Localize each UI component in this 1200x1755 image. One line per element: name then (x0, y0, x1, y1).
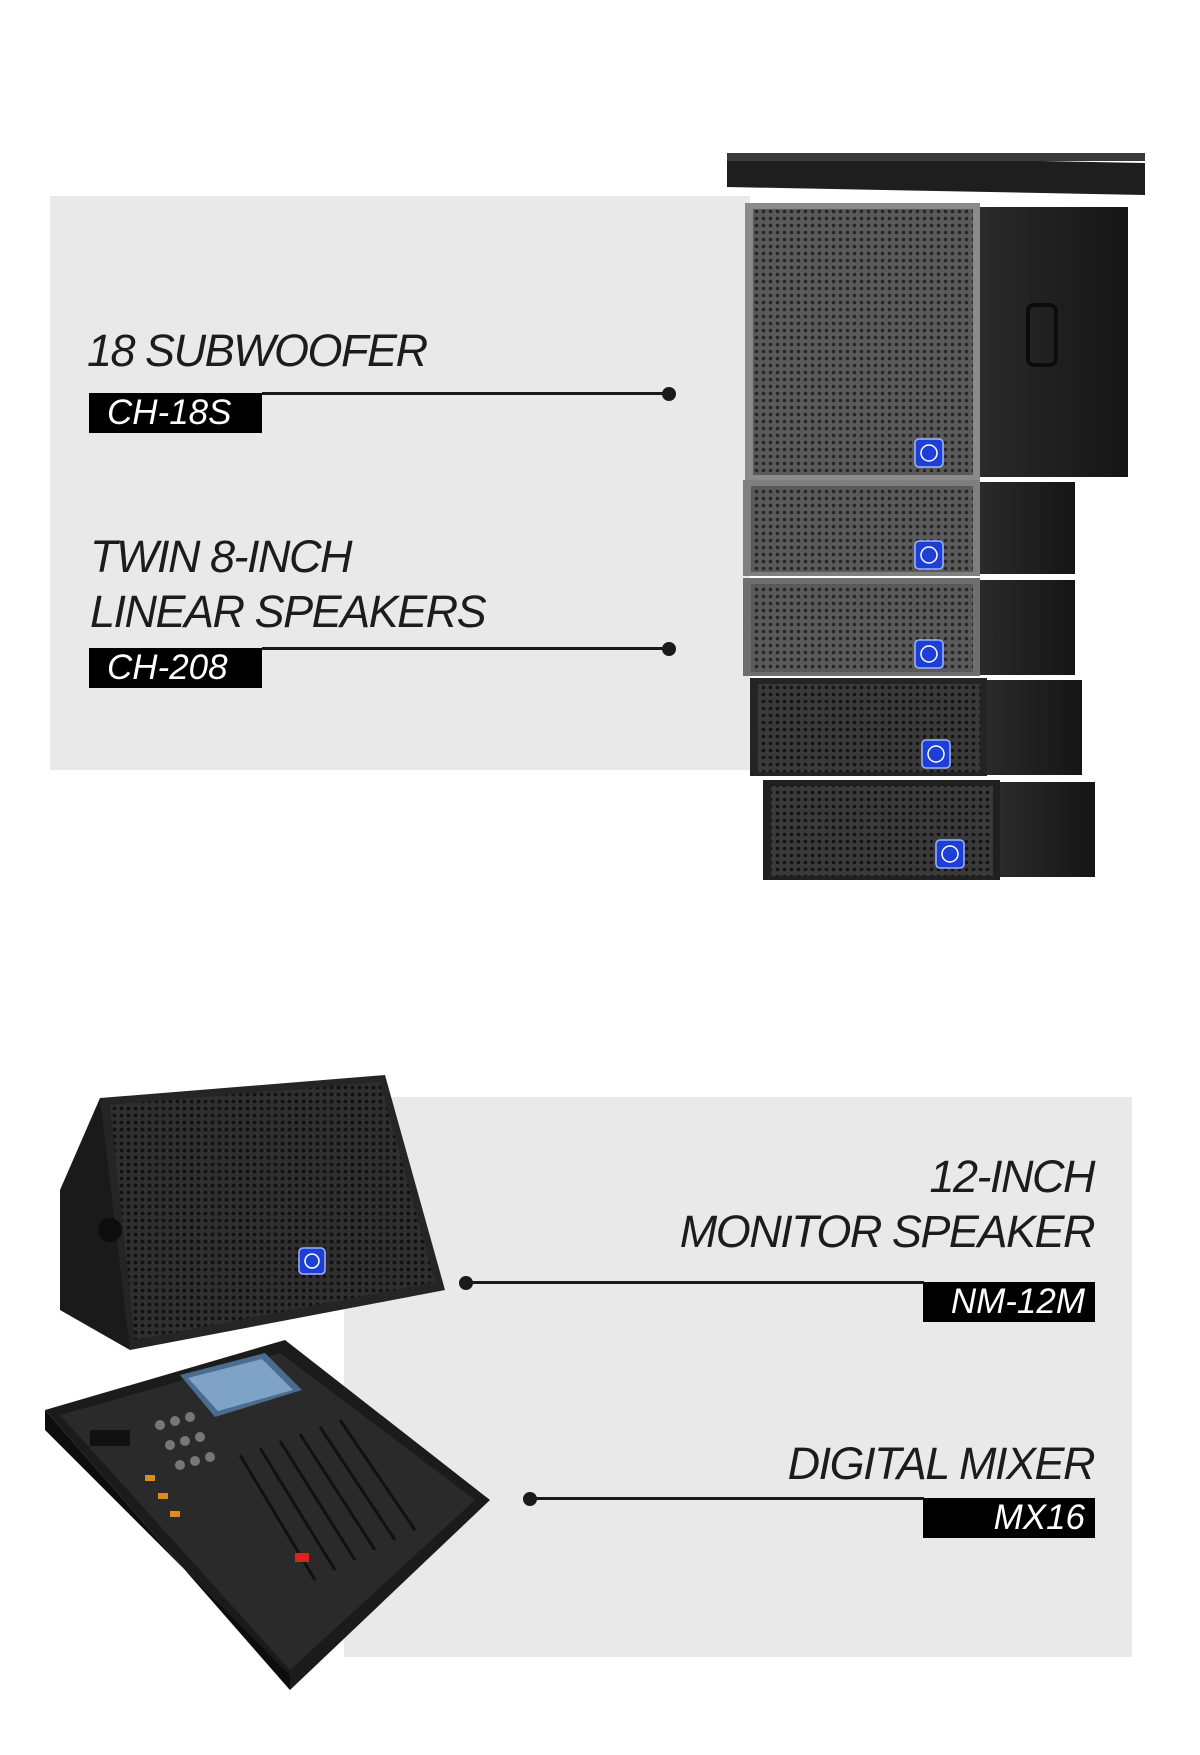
brand-logo-icon (298, 1247, 326, 1275)
model-badge-nm-12m: NM-12M (923, 1282, 1095, 1322)
title-line: TWIN 8-INCH (90, 531, 352, 582)
leader-line (466, 1281, 924, 1284)
title-line: 18 SUBWOOFER (87, 325, 428, 376)
title-line: LINEAR SPEAKERS (90, 586, 487, 637)
monitor-speaker-image (60, 1075, 445, 1350)
title-line: MONITOR SPEAKER (679, 1206, 1096, 1257)
brand-logo-icon (914, 540, 944, 570)
leader-line (262, 392, 668, 395)
brand-logo-icon (914, 639, 944, 669)
model-badge-ch-208: CH-208 (89, 648, 262, 688)
title-line: 12-INCH (929, 1151, 1095, 1202)
product-title-monitor-speaker: 12-INCH MONITOR SPEAKER (679, 1149, 1096, 1259)
line-array-speaker-stack-image (727, 153, 1145, 880)
leader-dot (662, 642, 676, 656)
model-badge-mx16: MX16 (923, 1498, 1095, 1538)
product-title-subwoofer: 18 SUBWOOFER (87, 323, 428, 378)
product-title-digital-mixer: DIGITAL MIXER (787, 1436, 1096, 1491)
digital-mixer-image (45, 1340, 490, 1690)
leader-dot (662, 387, 676, 401)
leader-line (530, 1497, 924, 1500)
product-title-linear-speakers: TWIN 8-INCH LINEAR SPEAKERS (90, 529, 487, 639)
bottom-background-panel (344, 1097, 1132, 1657)
brand-logo-icon (921, 739, 951, 769)
brand-logo-icon (914, 438, 944, 468)
model-badge-ch-18s: CH-18S (89, 393, 262, 433)
title-line: DIGITAL MIXER (787, 1438, 1096, 1489)
leader-line (262, 647, 668, 650)
brand-logo-icon (935, 839, 965, 869)
